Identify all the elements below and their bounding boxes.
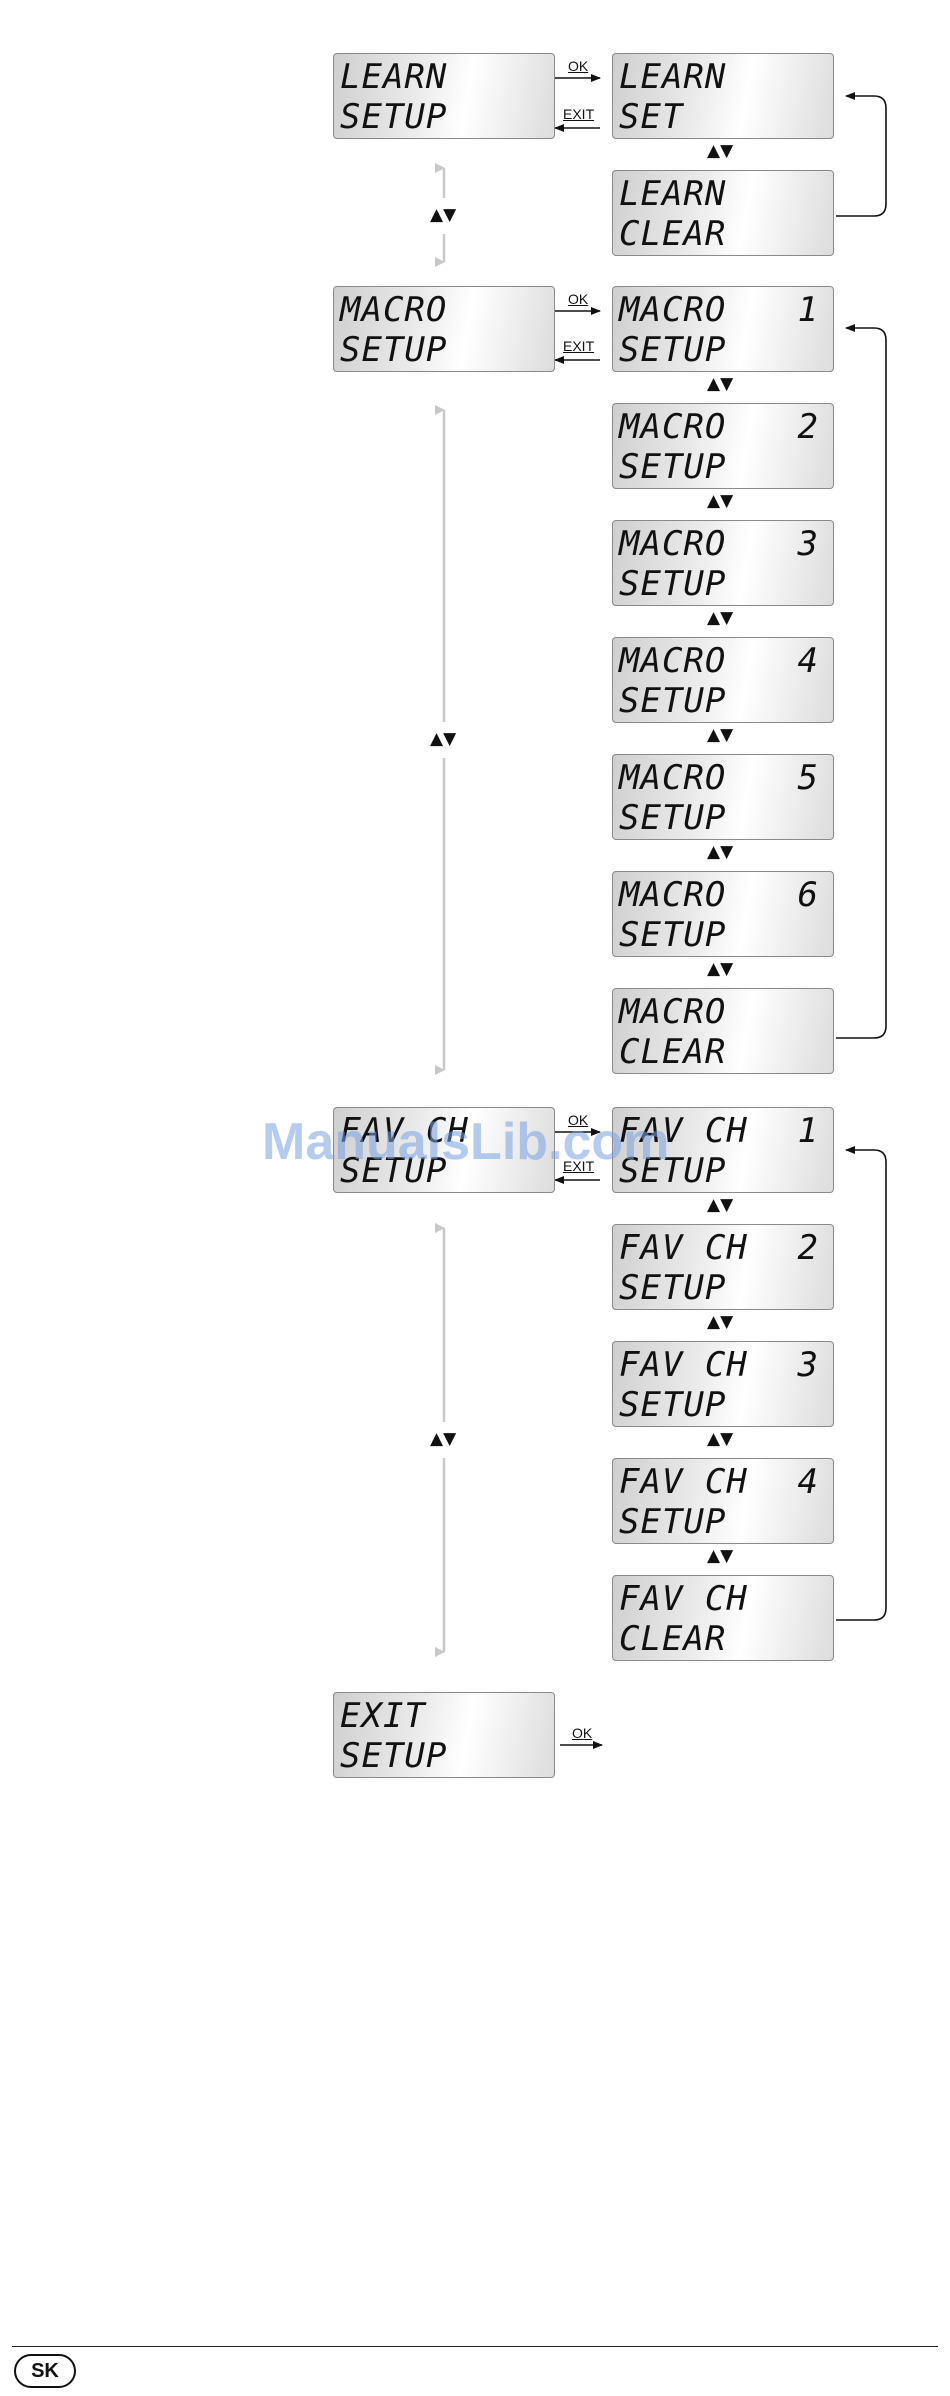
lcd-line2: SETUP <box>619 564 727 604</box>
lcd-line1: EXIT <box>340 1696 426 1736</box>
lcd-line2: CLEAR <box>619 1032 727 1072</box>
lcd-line1: MACRO <box>619 992 727 1032</box>
updown-arrows: ▲▼ <box>707 725 734 745</box>
lcd-favch-3: FAV CH 3 SETUP <box>612 1341 834 1427</box>
updown-arrows: ▲▼ <box>707 608 734 628</box>
lcd-line1: MACRO <box>619 875 727 915</box>
lcd-favch-4: FAV CH 4 SETUP <box>612 1458 834 1544</box>
watermark: ManualsLib.com <box>262 1113 670 1171</box>
updown-arrows: ▲▼ <box>430 205 457 225</box>
lcd-line1: LEARN <box>340 57 448 97</box>
exit-label: EXIT <box>563 1158 595 1174</box>
updown-arrows: ▲▼ <box>707 1312 734 1332</box>
lcd-number: 2 <box>797 1228 819 1268</box>
lcd-line2: SETUP <box>340 1151 448 1191</box>
lcd-favch-2: FAV CH 2 SETUP <box>612 1224 834 1310</box>
lcd-line2: SET <box>619 97 684 137</box>
lcd-number: 3 <box>797 1345 819 1385</box>
lcd-line1: FAV CH <box>340 1111 469 1151</box>
exit-label: EXIT <box>563 338 595 354</box>
lcd-line1: FAV CH <box>619 1462 748 1502</box>
lcd-line2: SETUP <box>340 330 448 370</box>
lcd-number: 2 <box>797 407 819 447</box>
lcd-macro-4: MACRO 4 SETUP <box>612 637 834 723</box>
ok-label: OK <box>568 291 589 307</box>
lcd-macro-5: MACRO 5 SETUP <box>612 754 834 840</box>
language-badge: SK <box>14 2354 76 2388</box>
lcd-line2: SETUP <box>340 1736 448 1776</box>
lcd-line1: MACRO <box>619 407 727 447</box>
lcd-macro-3: MACRO 3 SETUP <box>612 520 834 606</box>
lcd-line1: FAV CH <box>619 1228 748 1268</box>
lcd-favch-1: FAV CH 1 SETUP <box>612 1107 834 1193</box>
lcd-line2: CLEAR <box>619 214 727 254</box>
lcd-number: 1 <box>797 1111 819 1151</box>
updown-arrows: ▲▼ <box>707 842 734 862</box>
updown-arrows: ▲▼ <box>430 1429 457 1449</box>
lcd-line1: FAV CH <box>619 1579 748 1619</box>
lcd-learn-setup: LEARN SETUP <box>333 53 555 139</box>
updown-arrows: ▲▼ <box>707 959 734 979</box>
lcd-line1: MACRO <box>619 290 727 330</box>
ok-label: OK <box>572 1725 593 1741</box>
lcd-macro-1: MACRO 1 SETUP <box>612 286 834 372</box>
lcd-line1: MACRO <box>619 641 727 681</box>
lcd-macro-2: MACRO 2 SETUP <box>612 403 834 489</box>
lcd-line2: CLEAR <box>619 1619 727 1659</box>
lcd-favch-setup: FAV CH SETUP <box>333 1107 555 1193</box>
updown-arrows: ▲▼ <box>707 1195 734 1215</box>
lcd-exit-setup: EXIT SETUP <box>333 1692 555 1778</box>
lcd-line2: SETUP <box>619 1385 727 1425</box>
lcd-number: 6 <box>797 875 819 915</box>
updown-arrows: ▲▼ <box>707 141 734 161</box>
footer-divider <box>12 2346 938 2347</box>
lcd-line1: LEARN <box>619 57 727 97</box>
lcd-macro-clear: MACRO CLEAR <box>612 988 834 1074</box>
lcd-line2: SETUP <box>619 915 727 955</box>
lcd-macro-6: MACRO 6 SETUP <box>612 871 834 957</box>
lcd-line2: SETUP <box>619 681 727 721</box>
lcd-number: 5 <box>797 758 819 798</box>
lcd-learn-clear: LEARN CLEAR <box>612 170 834 256</box>
ok-label: OK <box>568 58 589 74</box>
updown-arrows: ▲▼ <box>430 729 457 749</box>
lcd-number: 4 <box>797 641 819 681</box>
lcd-line2: SETUP <box>619 1502 727 1542</box>
lcd-line1: LEARN <box>619 174 727 214</box>
loop-back-connector <box>836 1146 887 1621</box>
lcd-number: 4 <box>797 1462 819 1502</box>
ok-label: OK <box>568 1112 589 1128</box>
lcd-line2: SETUP <box>619 1268 727 1308</box>
lcd-line1: MACRO <box>619 758 727 798</box>
lcd-line1: FAV CH <box>619 1111 748 1151</box>
updown-arrows: ▲▼ <box>707 1429 734 1449</box>
updown-arrows: ▲▼ <box>707 491 734 511</box>
lcd-line1: MACRO <box>619 524 727 564</box>
lcd-line2: SETUP <box>340 97 448 137</box>
lcd-number: 3 <box>797 524 819 564</box>
lcd-line2: SETUP <box>619 330 727 370</box>
loop-back-connector <box>836 324 887 1039</box>
lcd-line2: SETUP <box>619 1151 727 1191</box>
lcd-line1: MACRO <box>340 290 448 330</box>
lcd-line2: SETUP <box>619 798 727 838</box>
lcd-macro-setup: MACRO SETUP <box>333 286 555 372</box>
lcd-line1: FAV CH <box>619 1345 748 1385</box>
lcd-number: 1 <box>797 290 819 330</box>
updown-arrows: ▲▼ <box>707 374 734 394</box>
updown-arrows: ▲▼ <box>707 1546 734 1566</box>
lcd-favch-clear: FAV CH CLEAR <box>612 1575 834 1661</box>
lcd-learn-set: LEARN SET <box>612 53 834 139</box>
exit-label: EXIT <box>563 106 595 122</box>
loop-back-connector <box>836 92 887 217</box>
lcd-line2: SETUP <box>619 447 727 487</box>
